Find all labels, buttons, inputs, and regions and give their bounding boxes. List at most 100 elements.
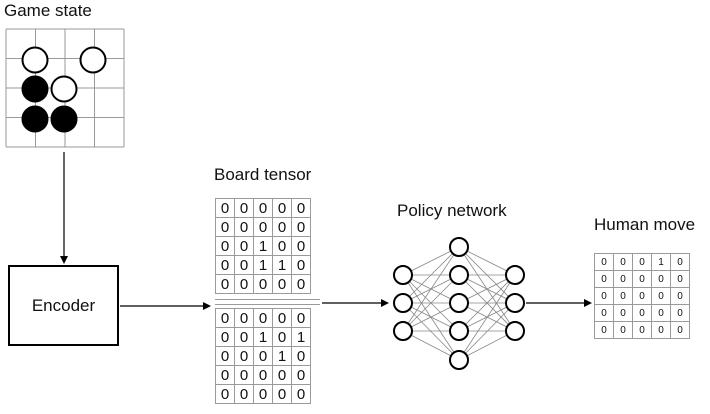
tensor-cell: 0 [215,217,235,237]
network-node [449,265,469,285]
move-cell: 0 [670,304,690,322]
tensor-cell: 0 [234,236,254,256]
tensor-cell: 0 [234,274,254,294]
tensor-cell: 0 [272,236,292,256]
tensor-cell: 0 [215,255,235,275]
network-edge [458,246,516,276]
tensor-cell: 1 [253,236,273,256]
tensor-plane-separator [215,299,320,305]
arrow-board-to-encoder-head [60,256,68,264]
move-cell: 0 [670,321,690,339]
tensor-cell: 0 [234,384,254,404]
tensor-cell: 0 [234,327,254,347]
tensor-cell: 0 [253,274,273,294]
network-node [505,321,525,341]
tensor-cell: 0 [291,384,311,404]
move-cell: 0 [632,287,652,305]
tensor-cell: 0 [291,255,311,275]
tensor-cell: 1 [253,327,273,347]
game-state-label: Game state [4,1,92,20]
arrow-network-to-move-head [584,299,592,307]
tensor-cell: 0 [291,346,311,366]
tensor-cell: 0 [272,308,292,328]
network-edge [402,246,460,304]
white-stone [79,46,107,74]
network-edge [402,274,460,361]
move-cell: 0 [670,253,690,271]
arrow-tensor-to-network-head [381,299,389,307]
network-node [449,293,469,313]
tensor-cell: 0 [253,365,273,385]
network-node [449,237,469,257]
network-edge [402,330,460,361]
tensor-cell: 0 [234,217,254,237]
move-cell: 0 [594,253,614,271]
policy-network-label: Policy network [397,201,507,220]
network-edge [402,246,460,332]
move-cell: 0 [670,270,690,288]
board-tensor-label: Board tensor [214,165,312,184]
move-cell: 0 [651,287,671,305]
network-edge [458,274,516,361]
move-cell: 0 [632,304,652,322]
move-cell: 0 [594,304,614,322]
tensor-cell: 0 [253,198,273,218]
move-cell: 0 [613,253,633,271]
network-edge [402,246,460,276]
move-cell: 0 [594,270,614,288]
black-stone [50,105,78,133]
tensor-cell: 0 [234,346,254,366]
network-edge [402,302,460,332]
tensor-cell: 0 [272,365,292,385]
tensor-cell: 0 [291,274,311,294]
tensor-cell: 0 [272,217,292,237]
encoder-label: Encoder [31,295,96,315]
network-edge [458,302,516,361]
move-cell: 0 [613,304,633,322]
tensor-cell: 0 [253,346,273,366]
tensor-cell: 0 [272,327,292,347]
tensor-cell: 0 [234,255,254,275]
move-cell: 0 [594,287,614,305]
move-cell: 0 [613,270,633,288]
network-node [505,293,525,313]
human-move-label: Human move [594,215,696,234]
network-edge [402,302,460,361]
network-nodes [393,237,525,370]
move-cell: 0 [594,321,614,339]
network-node [393,265,413,285]
white-stone [21,46,49,74]
tensor-cell: 0 [234,365,254,385]
tensor-cell: 0 [291,365,311,385]
encoder-box: Encoder [8,265,119,346]
tensor-cell: 0 [215,308,235,328]
tensor-cell: 0 [291,236,311,256]
arrow-encoder-to-tensor-head [203,302,211,310]
move-cell: 0 [613,287,633,305]
tensor-cell: 0 [253,217,273,237]
tensor-cell: 1 [253,255,273,275]
move-cell: 0 [651,304,671,322]
tensor-cell: 0 [215,365,235,385]
network-node [505,265,525,285]
tensor-cell: 0 [291,308,311,328]
tensor-cell: 1 [272,255,292,275]
arrows [60,152,592,310]
tensor-cell: 1 [291,327,311,347]
move-cell: 0 [651,270,671,288]
tensor-cell: 0 [291,217,311,237]
tensor-cell: 0 [215,384,235,404]
tensor-cell: 0 [272,198,292,218]
